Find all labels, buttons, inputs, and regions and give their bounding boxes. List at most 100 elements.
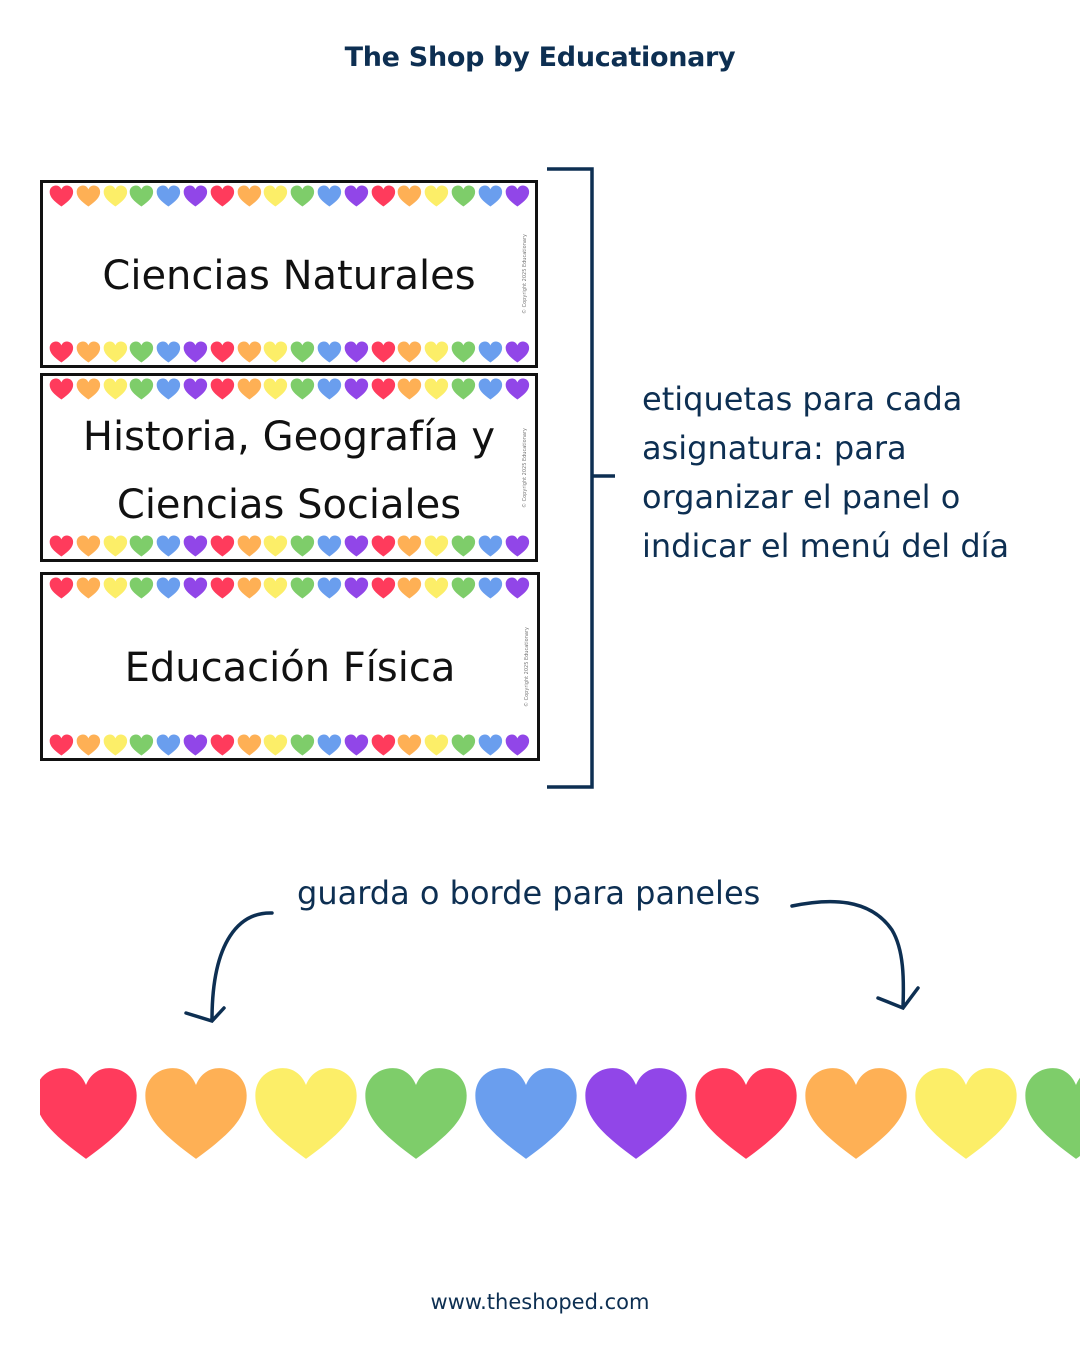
- heart-icon: [130, 378, 154, 400]
- card-text: Historia, Geografía y: [82, 414, 496, 460]
- heart-icon: [478, 734, 502, 756]
- border-note: guarda o borde para paneles: [297, 874, 761, 912]
- heart-icon: [210, 577, 234, 599]
- heart-icon: [585, 1068, 687, 1159]
- heart-icon: [424, 341, 449, 363]
- heart-icon: [49, 577, 74, 599]
- heart-icon: [130, 734, 154, 756]
- heart-border-top: [48, 577, 530, 599]
- heart-icon: [424, 378, 449, 400]
- heart-icon: [344, 577, 368, 599]
- heart-icon: [103, 535, 127, 557]
- heart-icon: [183, 734, 208, 756]
- heart-icon: [505, 734, 529, 756]
- heart-icon: [371, 734, 395, 756]
- heart-icon: [290, 341, 315, 363]
- heart-icon: [344, 185, 368, 207]
- heart-icon: [398, 378, 422, 400]
- heart-icon: [237, 378, 261, 400]
- heart-icon: [264, 577, 288, 599]
- heart-icon: [103, 378, 127, 400]
- heart-icon: [290, 535, 315, 557]
- heart-icon: [76, 535, 100, 557]
- heart-icon: [451, 577, 476, 599]
- heart-icon: [49, 378, 74, 400]
- heart-icon: [805, 1068, 907, 1159]
- card-text: Ciencias Naturales: [102, 253, 476, 299]
- heart-icon: [156, 577, 181, 599]
- heart-icon: [317, 535, 342, 557]
- heart-icon: [210, 734, 234, 756]
- heart-icon: [344, 341, 368, 363]
- heart-icon: [290, 734, 315, 756]
- heart-icon: [183, 535, 208, 557]
- heart-icon: [398, 185, 422, 207]
- heart-icon: [130, 535, 154, 557]
- heart-icon: [290, 185, 315, 207]
- heart-icon: [451, 341, 476, 363]
- heart-icon: [264, 185, 288, 207]
- heart-icon: [156, 341, 181, 363]
- heart-icon: [344, 734, 368, 756]
- heart-icon: [103, 341, 127, 363]
- heart-icon: [264, 341, 288, 363]
- heart-icon: [264, 734, 288, 756]
- heart-icon: [237, 185, 261, 207]
- heart-icon: [130, 577, 154, 599]
- heart-icon: [103, 734, 127, 756]
- heart-icon: [237, 577, 261, 599]
- heart-icon: [365, 1068, 467, 1159]
- heart-icon: [49, 185, 74, 207]
- heart-icon: [290, 378, 315, 400]
- heart-icon: [76, 185, 100, 207]
- heart-icon: [398, 341, 422, 363]
- page-title: The Shop by Educationary: [344, 42, 736, 73]
- heart-icon: [451, 535, 476, 557]
- arrow-left-icon: [184, 911, 274, 1023]
- heart-border-sample: [40, 1066, 1080, 1161]
- heart-icon: [183, 378, 208, 400]
- heart-icon: [49, 734, 74, 756]
- heart-icon: [478, 341, 502, 363]
- heart-icon: [76, 378, 100, 400]
- heart-icon: [475, 1068, 577, 1159]
- heart-icon: [49, 341, 74, 363]
- heart-icon: [505, 185, 529, 207]
- heart-icon: [424, 577, 449, 599]
- heart-icon: [344, 535, 368, 557]
- heart-icon: [237, 341, 261, 363]
- heart-icon: [103, 577, 127, 599]
- heart-icon: [424, 734, 449, 756]
- heart-icon: [695, 1068, 797, 1159]
- card-text: Ciencias Sociales: [116, 482, 462, 528]
- heart-icon: [398, 577, 422, 599]
- heart-border-top: [48, 378, 530, 400]
- heart-icon: [1025, 1068, 1080, 1159]
- footer-url[interactable]: www.theshoped.com: [430, 1290, 650, 1314]
- heart-icon: [424, 535, 449, 557]
- heart-icon: [237, 535, 261, 557]
- heart-icon: [130, 185, 154, 207]
- heart-icon: [371, 341, 395, 363]
- heart-icon: [505, 535, 529, 557]
- heart-icon: [371, 577, 395, 599]
- heart-icon: [183, 185, 208, 207]
- heart-icon: [210, 535, 234, 557]
- heart-icon: [103, 185, 127, 207]
- heart-icon: [424, 185, 449, 207]
- subject-label-card: Educación Física © Copyright 2025 Educat…: [40, 572, 540, 761]
- heart-icon: [317, 185, 342, 207]
- heart-icon: [317, 577, 342, 599]
- heart-icon: [478, 577, 502, 599]
- heart-border-bottom: [48, 341, 530, 363]
- subject-label-card: Historia, Geografía y Ciencias Sociales …: [40, 373, 538, 562]
- heart-icon: [317, 341, 342, 363]
- heart-icon: [317, 378, 342, 400]
- heart-icon: [317, 734, 342, 756]
- heart-icon: [478, 185, 502, 207]
- heart-border-bottom: [48, 734, 530, 756]
- card-text: Educación Física: [124, 645, 456, 691]
- heart-icon: [156, 734, 181, 756]
- heart-icon: [915, 1068, 1017, 1159]
